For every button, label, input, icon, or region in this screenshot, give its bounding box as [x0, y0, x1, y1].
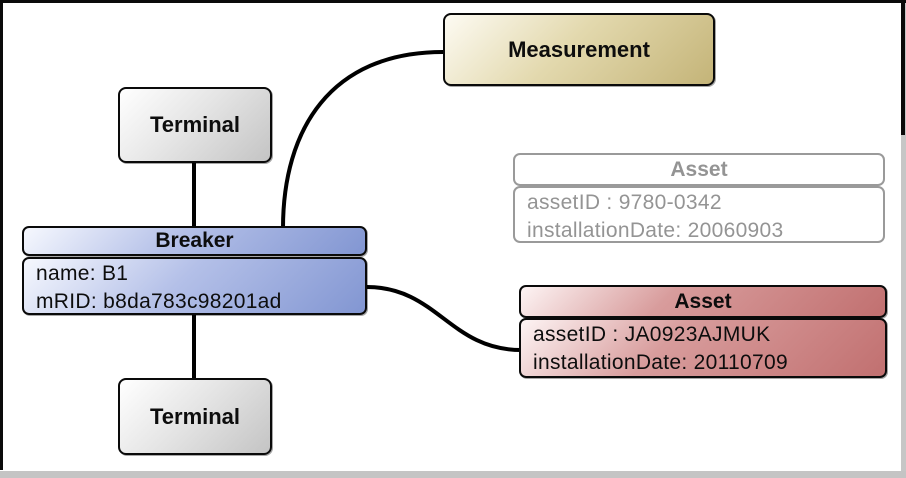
node-asset-active-header: Asset: [519, 285, 887, 318]
node-terminal-top: Terminal: [118, 87, 272, 163]
connector-breaker-asset: [365, 285, 523, 352]
node-asset-active-body: assetID : JA0923AJMUK installationDate: …: [519, 318, 887, 378]
node-breaker-body: name: B1 mRID: b8da783c98201ad: [22, 257, 367, 315]
asset-active-attr-date: installationDate: 20110709: [533, 351, 788, 374]
terminal-bottom-label: Terminal: [149, 403, 241, 429]
asset-faded-title: Asset: [670, 157, 728, 181]
asset-faded-attr-id: assetID : 9780-0342: [527, 191, 722, 214]
node-breaker-header: Breaker: [22, 226, 367, 256]
breaker-attr-name: name: B1: [36, 262, 129, 285]
frame-right-edge: [901, 0, 906, 478]
terminal-top-label: Terminal: [149, 112, 241, 137]
asset-active-title: Asset: [674, 289, 732, 313]
breaker-attr-mrid: mRID: b8da783c98201ad: [36, 290, 282, 313]
frame-top-border: [0, 0, 906, 3]
node-asset-faded-body: assetID : 9780-0342 installationDate: 20…: [513, 186, 885, 243]
measurement-label: Measurement: [508, 36, 650, 62]
node-asset-faded-header: Asset: [513, 153, 885, 186]
frame-bottom-edge: [0, 471, 906, 478]
frame-right-border: [901, 0, 905, 135]
node-measurement: Measurement: [443, 13, 715, 86]
asset-active-attr-id: assetID : JA0923AJMUK: [533, 323, 771, 346]
frame-left-border: [0, 0, 3, 470]
node-terminal-bottom: Terminal: [118, 378, 272, 455]
breaker-title: Breaker: [155, 229, 234, 252]
asset-faded-attr-date: installationDate: 20060903: [527, 219, 784, 242]
connector-breaker-measurement: [281, 50, 445, 230]
